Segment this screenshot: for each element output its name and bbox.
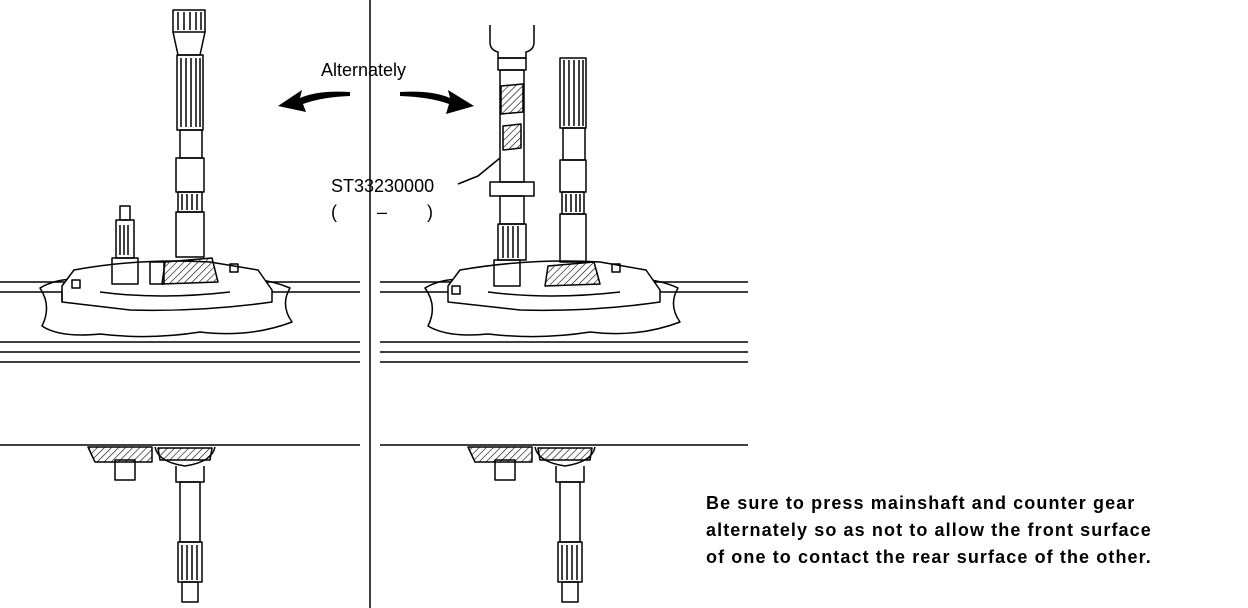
arrow-right xyxy=(400,90,474,114)
mainshaft-right xyxy=(544,57,601,287)
counter-gear-left xyxy=(111,205,139,285)
right-view xyxy=(380,25,748,603)
left-view xyxy=(0,9,360,603)
note-line-1: Be sure to press mainshaft and counter g… xyxy=(706,493,1136,513)
press-tool-right xyxy=(489,25,535,287)
lower-gears-right xyxy=(467,446,596,603)
instruction-note: Be sure to press mainshaft and counter g… xyxy=(706,490,1152,571)
lower-gears-left xyxy=(87,446,216,603)
mainshaft-left xyxy=(149,9,219,285)
note-line-3: of one to contact the rear surface of th… xyxy=(706,547,1152,567)
alternately-label: Alternately xyxy=(321,60,407,80)
tool-number-label: ST33230000 xyxy=(331,176,435,196)
tool-number-parens: ( – ) xyxy=(331,202,434,222)
adapter-plate-left xyxy=(61,260,273,312)
arrow-left xyxy=(278,90,350,112)
note-line-2: alternately so as not to allow the front… xyxy=(706,520,1152,540)
tool-leader-line xyxy=(457,157,501,185)
